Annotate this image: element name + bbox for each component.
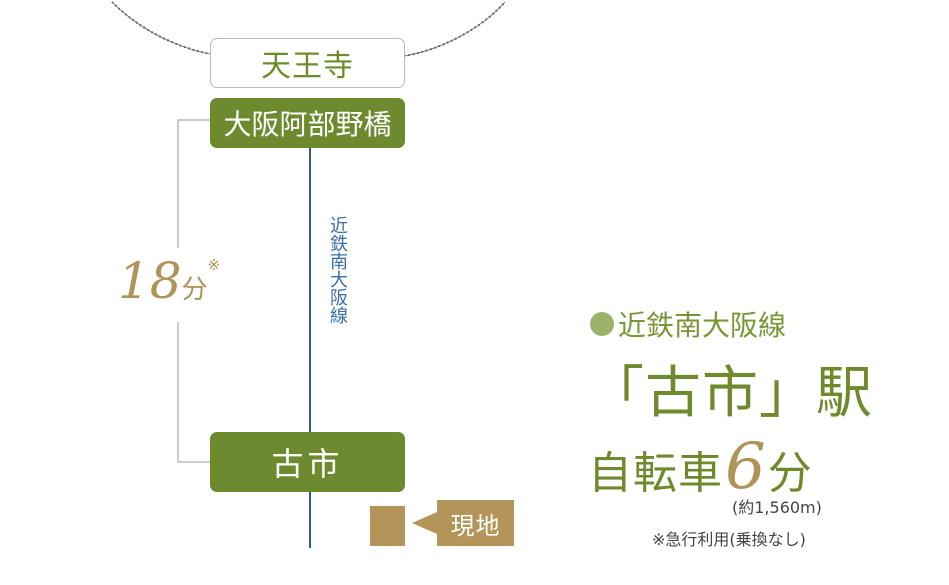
info-distance: (約1,560m) bbox=[732, 498, 822, 517]
site-label-box: 現地 bbox=[437, 500, 514, 546]
station-furuichi: 古市 bbox=[210, 432, 405, 492]
loop-line-arc-right-solid bbox=[403, 1, 506, 57]
info-note: ※急行利用(乗換なし) bbox=[652, 530, 806, 549]
station-osaka-abenobashi: 大阪阿部野橋 bbox=[210, 98, 405, 148]
access-time-value: 6 bbox=[725, 430, 766, 504]
loop-line-arc-right bbox=[403, 1, 506, 57]
site-label: 現地 bbox=[450, 511, 501, 540]
line-dot-icon bbox=[590, 312, 614, 336]
site-pointer bbox=[412, 512, 437, 534]
travel-time-note-mark: ※ bbox=[207, 256, 221, 274]
info-line-name-text: 近鉄南大阪線 bbox=[618, 309, 787, 342]
access-mode: 自転車 bbox=[588, 448, 723, 499]
station-tennoji-label: 天王寺 bbox=[261, 49, 354, 84]
travel-time-bracket bbox=[177, 119, 210, 248]
site-marker bbox=[370, 506, 405, 546]
info-line-name: 近鉄南大阪線 bbox=[590, 304, 786, 344]
access-time-unit: 分 bbox=[767, 448, 812, 499]
travel-time-value: 18 bbox=[118, 252, 182, 310]
rail-line-name: 近鉄南大阪線 bbox=[327, 216, 348, 324]
info-station: 「古市」駅 bbox=[588, 361, 873, 426]
travel-time-unit: 分 bbox=[181, 275, 208, 305]
travel-time: 18分※ bbox=[118, 252, 248, 322]
station-tennoji: 天王寺 bbox=[210, 38, 405, 88]
travel-time-bracket-lower bbox=[177, 322, 210, 463]
station-furuichi-label: 古市 bbox=[271, 445, 344, 483]
info-access: 自転車6分 bbox=[588, 430, 812, 504]
station-osaka-abenobashi-label: 大阪阿部野橋 bbox=[223, 108, 392, 141]
